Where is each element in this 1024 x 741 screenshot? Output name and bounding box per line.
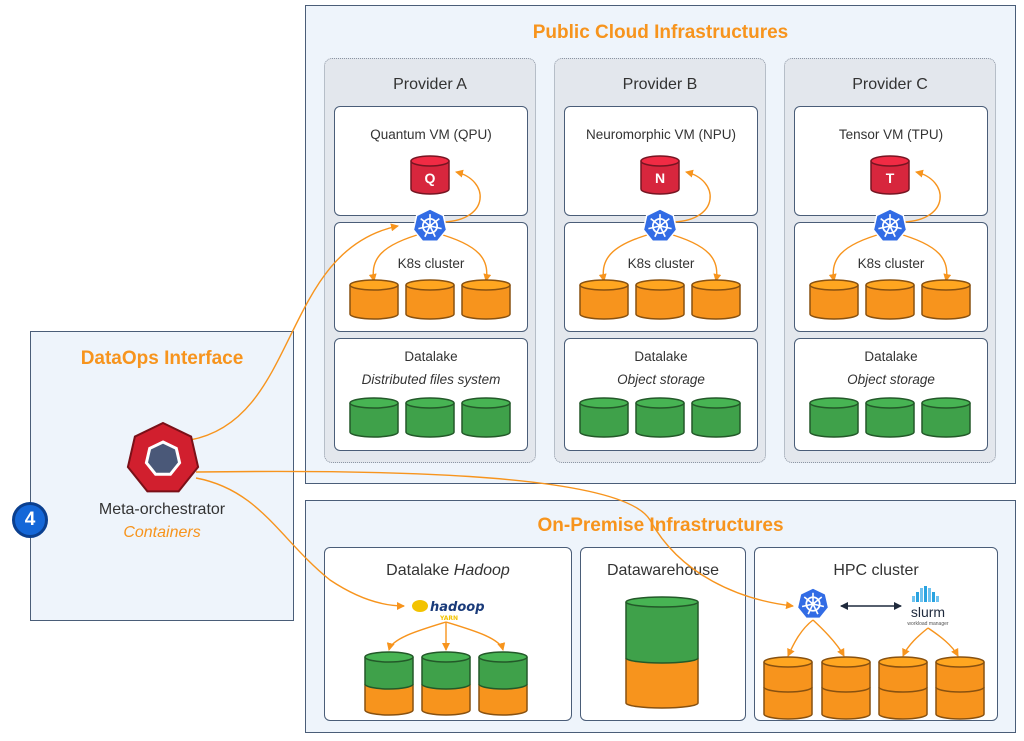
provider-c-datalake-sub: Object storage	[847, 372, 935, 387]
provider-a: Provider A Quantum VM (QPU) K8s cluster …	[324, 58, 536, 463]
step-badge: 4	[12, 502, 48, 538]
provider-a-datalake-box: Datalake Distributed files system	[334, 338, 528, 451]
provider-a-vm-label: Quantum VM (QPU)	[370, 127, 492, 142]
provider-b: Provider B Neuromorphic VM (NPU) K8s clu…	[554, 58, 766, 463]
public-cloud-title: Public Cloud Infrastructures	[532, 22, 789, 43]
provider-a-datalake-label: Datalake	[404, 349, 458, 364]
provider-b-cluster-box: K8s cluster	[564, 222, 758, 332]
provider-b-vm-label: Neuromorphic VM (NPU)	[585, 127, 737, 142]
provider-a-datalake-sub: Distributed files system	[361, 372, 501, 387]
provider-a-vm-box: Quantum VM (QPU)	[334, 106, 528, 216]
provider-b-datalake-sub: Object storage	[617, 372, 705, 387]
provider-c-datalake-box: Datalake Object storage	[794, 338, 988, 451]
provider-b-datalake-box: Datalake Object storage	[564, 338, 758, 451]
hadoop-box: Datalake Hadoop	[324, 547, 572, 721]
provider-c-title: Provider C	[852, 76, 928, 93]
hadoop-title: Datalake Hadoop	[325, 562, 571, 580]
dataops-panel: DataOps Interface	[30, 331, 294, 621]
provider-b-datalake-label: Datalake	[634, 349, 688, 364]
provider-c-datalake-label: Datalake	[864, 349, 918, 364]
hadoop-title-italic: Hadoop	[453, 562, 510, 579]
orchestrator-label: Meta-orchestrator	[98, 501, 226, 518]
hpc-box: HPC cluster	[754, 547, 998, 721]
hpc-title: HPC cluster	[833, 562, 919, 579]
provider-c-vm-label: Tensor VM (TPU)	[838, 127, 944, 142]
on-premise-title: On-Premise Infrastructures	[537, 515, 784, 536]
provider-c-vm-box: Tensor VM (TPU)	[794, 106, 988, 216]
provider-b-vm-box: Neuromorphic VM (NPU)	[564, 106, 758, 216]
provider-a-cluster-label: K8s cluster	[397, 256, 465, 271]
provider-a-cluster-box: K8s cluster	[334, 222, 528, 332]
provider-c: Provider C Tensor VM (TPU) K8s cluster D…	[784, 58, 996, 463]
hadoop-title-plain: Datalake	[386, 562, 454, 579]
provider-c-cluster-box: K8s cluster	[794, 222, 988, 332]
dataops-title: DataOps Interface	[80, 348, 244, 369]
orchestrator-sublabel: Containers	[123, 524, 201, 541]
provider-c-cluster-label: K8s cluster	[857, 256, 925, 271]
provider-b-title: Provider B	[622, 76, 698, 93]
warehouse-title: Datawarehouse	[606, 562, 720, 579]
warehouse-box: Datawarehouse	[580, 547, 746, 721]
provider-a-title: Provider A	[393, 76, 467, 93]
provider-b-cluster-label: K8s cluster	[627, 256, 695, 271]
